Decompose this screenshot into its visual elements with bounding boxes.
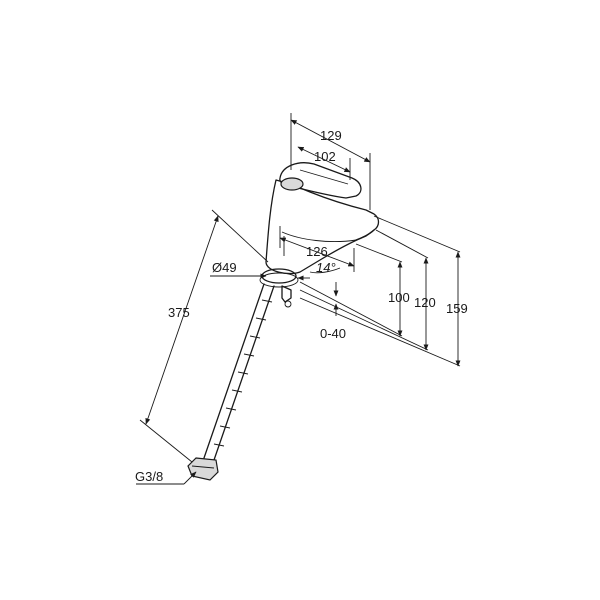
label-129: 129 [320,128,342,143]
label-159: 159 [446,301,468,316]
label-diameter-49: Ø49 [212,260,237,275]
label-0-40: 0-40 [320,326,346,341]
dimension-100: 100 [388,261,410,337]
dimension-0-40: 0-40 [320,282,346,341]
dimension-129: 129 [290,113,371,210]
dimension-102: 102 [297,146,351,180]
dimension-diameter-49: Ø49 [210,260,310,281]
label-126: 126 [306,244,328,259]
label-120: 120 [414,295,436,310]
dimension-126: 126 14° [279,226,355,275]
dimension-375: 375 [139,209,269,463]
dimension-120: 120 [414,257,436,351]
supply-hose [187,283,275,481]
dimension-g3-8: G3/8 [135,469,197,485]
height-extension-lines [299,215,461,367]
faucet-body [259,162,380,308]
dimension-159: 159 [446,251,468,367]
label-100: 100 [388,290,410,305]
label-375: 375 [168,305,190,320]
label-g3-8: G3/8 [135,469,163,484]
label-14-degree: 14° [316,260,336,275]
label-102: 102 [314,149,336,164]
